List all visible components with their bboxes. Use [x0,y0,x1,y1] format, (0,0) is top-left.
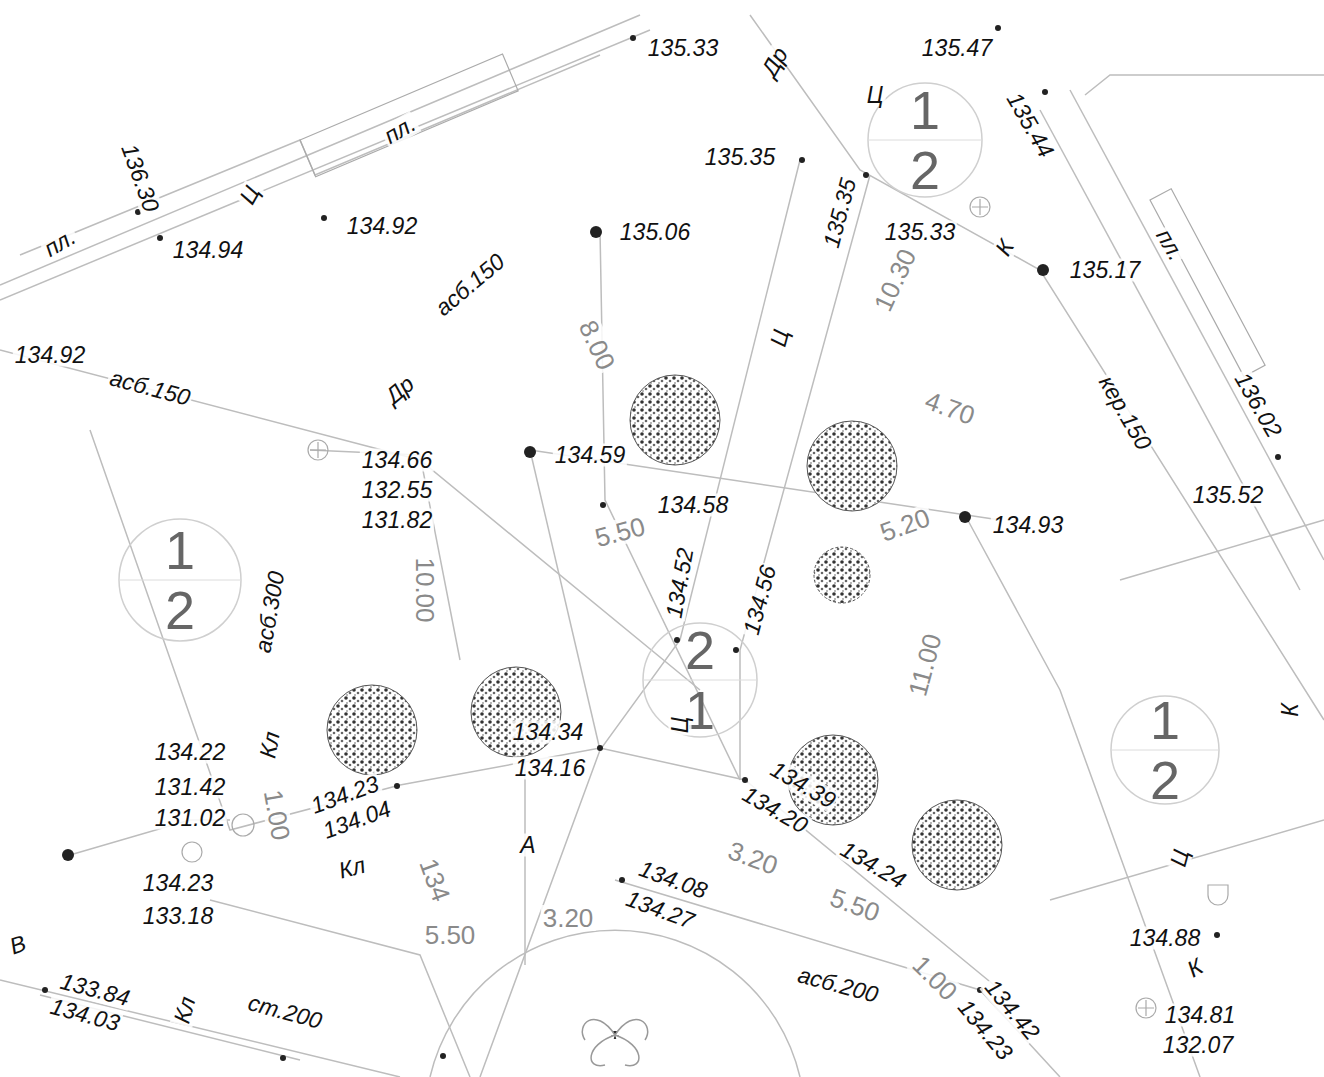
elevation-label: 131.42 [153,776,227,799]
fraction-digit: 2 [118,583,242,637]
elevation-label: Ц [235,180,265,209]
elevation-label: 134.22 [153,741,227,764]
elevation-label: Кл [334,853,369,883]
elevation-label: 134.81 [1163,1004,1237,1027]
elevation-label: 135.47 [920,37,994,60]
elevation-label: 134.16 [513,757,587,780]
elevation-label: 134.58 [656,494,730,517]
fraction-digit: 1 [642,683,758,737]
elevation-label: 131.02 [153,807,227,830]
elevation-label: 136.02 [1229,367,1286,443]
elevation-label: 134.59 [553,444,627,467]
elevation-label: асб.150 [105,366,194,410]
elevation-label: асб.200 [793,963,882,1007]
elevation-label: 132.55 [360,479,434,502]
elevation-label: 134.92 [13,344,87,367]
elevation-label: В [5,931,31,959]
elevation-label: Кл [256,728,284,762]
elevation-label: 131.82 [360,509,434,532]
dimension-label: 4.70 [920,386,980,429]
fraction-digit: 1 [1110,693,1220,747]
elevation-label: Др [757,42,793,82]
elevation-label: асб.300 [251,568,289,657]
fraction-digit: 1 [118,523,242,577]
dimension-label: 134 [415,853,456,906]
dimension-label: 8.00 [574,315,621,375]
elevation-label: ст.200 [244,991,326,1034]
elevation-label: 134.66 [360,449,434,472]
elevation-label: 132.07 [1161,1034,1235,1057]
elevation-label: 135.17 [1068,259,1142,282]
fraction-circle: 12 [1110,695,1220,805]
elevation-label: К [1279,701,1302,719]
elevation-label: 135.35 [703,146,777,169]
elevation-label: асб.150 [430,249,511,322]
elevation-label: пл. [1151,224,1189,267]
dimension-label: 11.00 [904,629,946,701]
dimension-label: 10.00 [412,555,438,624]
elevation-label: Ц [669,715,692,736]
elevation-label: 134.52 [662,544,698,621]
elevation-label: пл. [379,111,422,149]
elevation-label: 133.18 [141,905,215,928]
elevation-label: 134.93 [991,514,1065,537]
elevation-label: Кл [170,992,200,1027]
elevation-label: А [518,834,537,857]
elevation-label: Ц [766,325,794,351]
elevation-label: Ц [865,84,886,107]
elevation-label: 136.30 [116,139,163,217]
elevation-label: 134.23 [141,872,215,895]
elevation-label: К [1182,954,1209,983]
dimension-label: 10.30 [869,243,922,317]
elevation-label: 135.33 [646,37,720,60]
elevation-label: Ц [1166,845,1194,871]
elevation-label: 134.56 [739,561,780,639]
elevation-label: 134.88 [1128,927,1202,950]
elevation-label: 135.33 [883,221,957,244]
fraction-circle: 12 [118,518,242,642]
fraction-digit: 2 [1110,753,1220,807]
dimension-label: 5.50 [423,922,478,948]
elevation-label: 135.44 [1001,87,1058,163]
elevation-label: 135.06 [618,221,692,244]
dimension-label: 5.50 [825,883,885,926]
elevation-label: К [991,235,1020,262]
dimension-label: 1.00 [259,786,294,844]
elevation-label: 134.94 [171,239,245,262]
dimension-label: 5.20 [875,503,935,546]
elevation-label: 134.92 [345,215,419,238]
fraction-digit: 2 [867,143,983,197]
fraction-circle: 21 [642,622,758,738]
elevation-label: 135.35 [819,174,860,252]
dimension-label: 3.20 [723,836,783,879]
elevation-label: пл. [39,224,82,262]
dimension-label: 1.00 [907,950,964,1007]
elevation-label: Др [380,371,420,410]
elevation-label: 135.52 [1191,484,1265,507]
elevation-label: кер.150 [1094,370,1157,455]
dimension-label: 3.20 [541,905,596,931]
elevation-label: 134.34 [511,721,585,744]
dimension-label: 5.50 [590,512,649,551]
